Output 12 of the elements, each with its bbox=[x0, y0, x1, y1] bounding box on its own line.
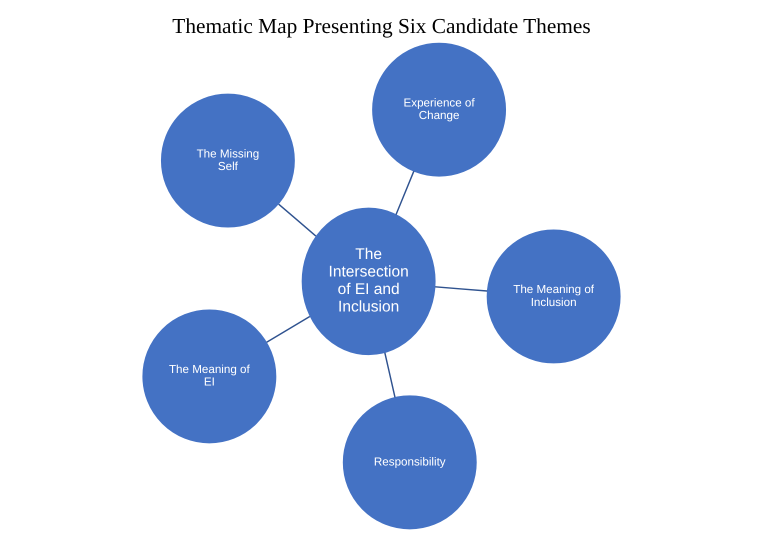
connector bbox=[395, 171, 414, 215]
node-circle: The Missing Self bbox=[160, 94, 295, 228]
connector bbox=[384, 352, 396, 398]
connector bbox=[266, 316, 310, 343]
node-circle: Experience of Change bbox=[372, 42, 506, 177]
node-circle: Responsibility bbox=[342, 395, 477, 530]
node-circle: The Meaning of EI bbox=[142, 309, 276, 444]
node-circle: The Intersection of EI and Inclusion bbox=[302, 208, 436, 356]
diagram-title: Thematic Map Presenting Six Candidate Themes bbox=[172, 14, 591, 38]
connector bbox=[278, 204, 316, 237]
connector bbox=[435, 286, 488, 292]
node-circle: The Meaning of Inclusion bbox=[486, 229, 621, 364]
